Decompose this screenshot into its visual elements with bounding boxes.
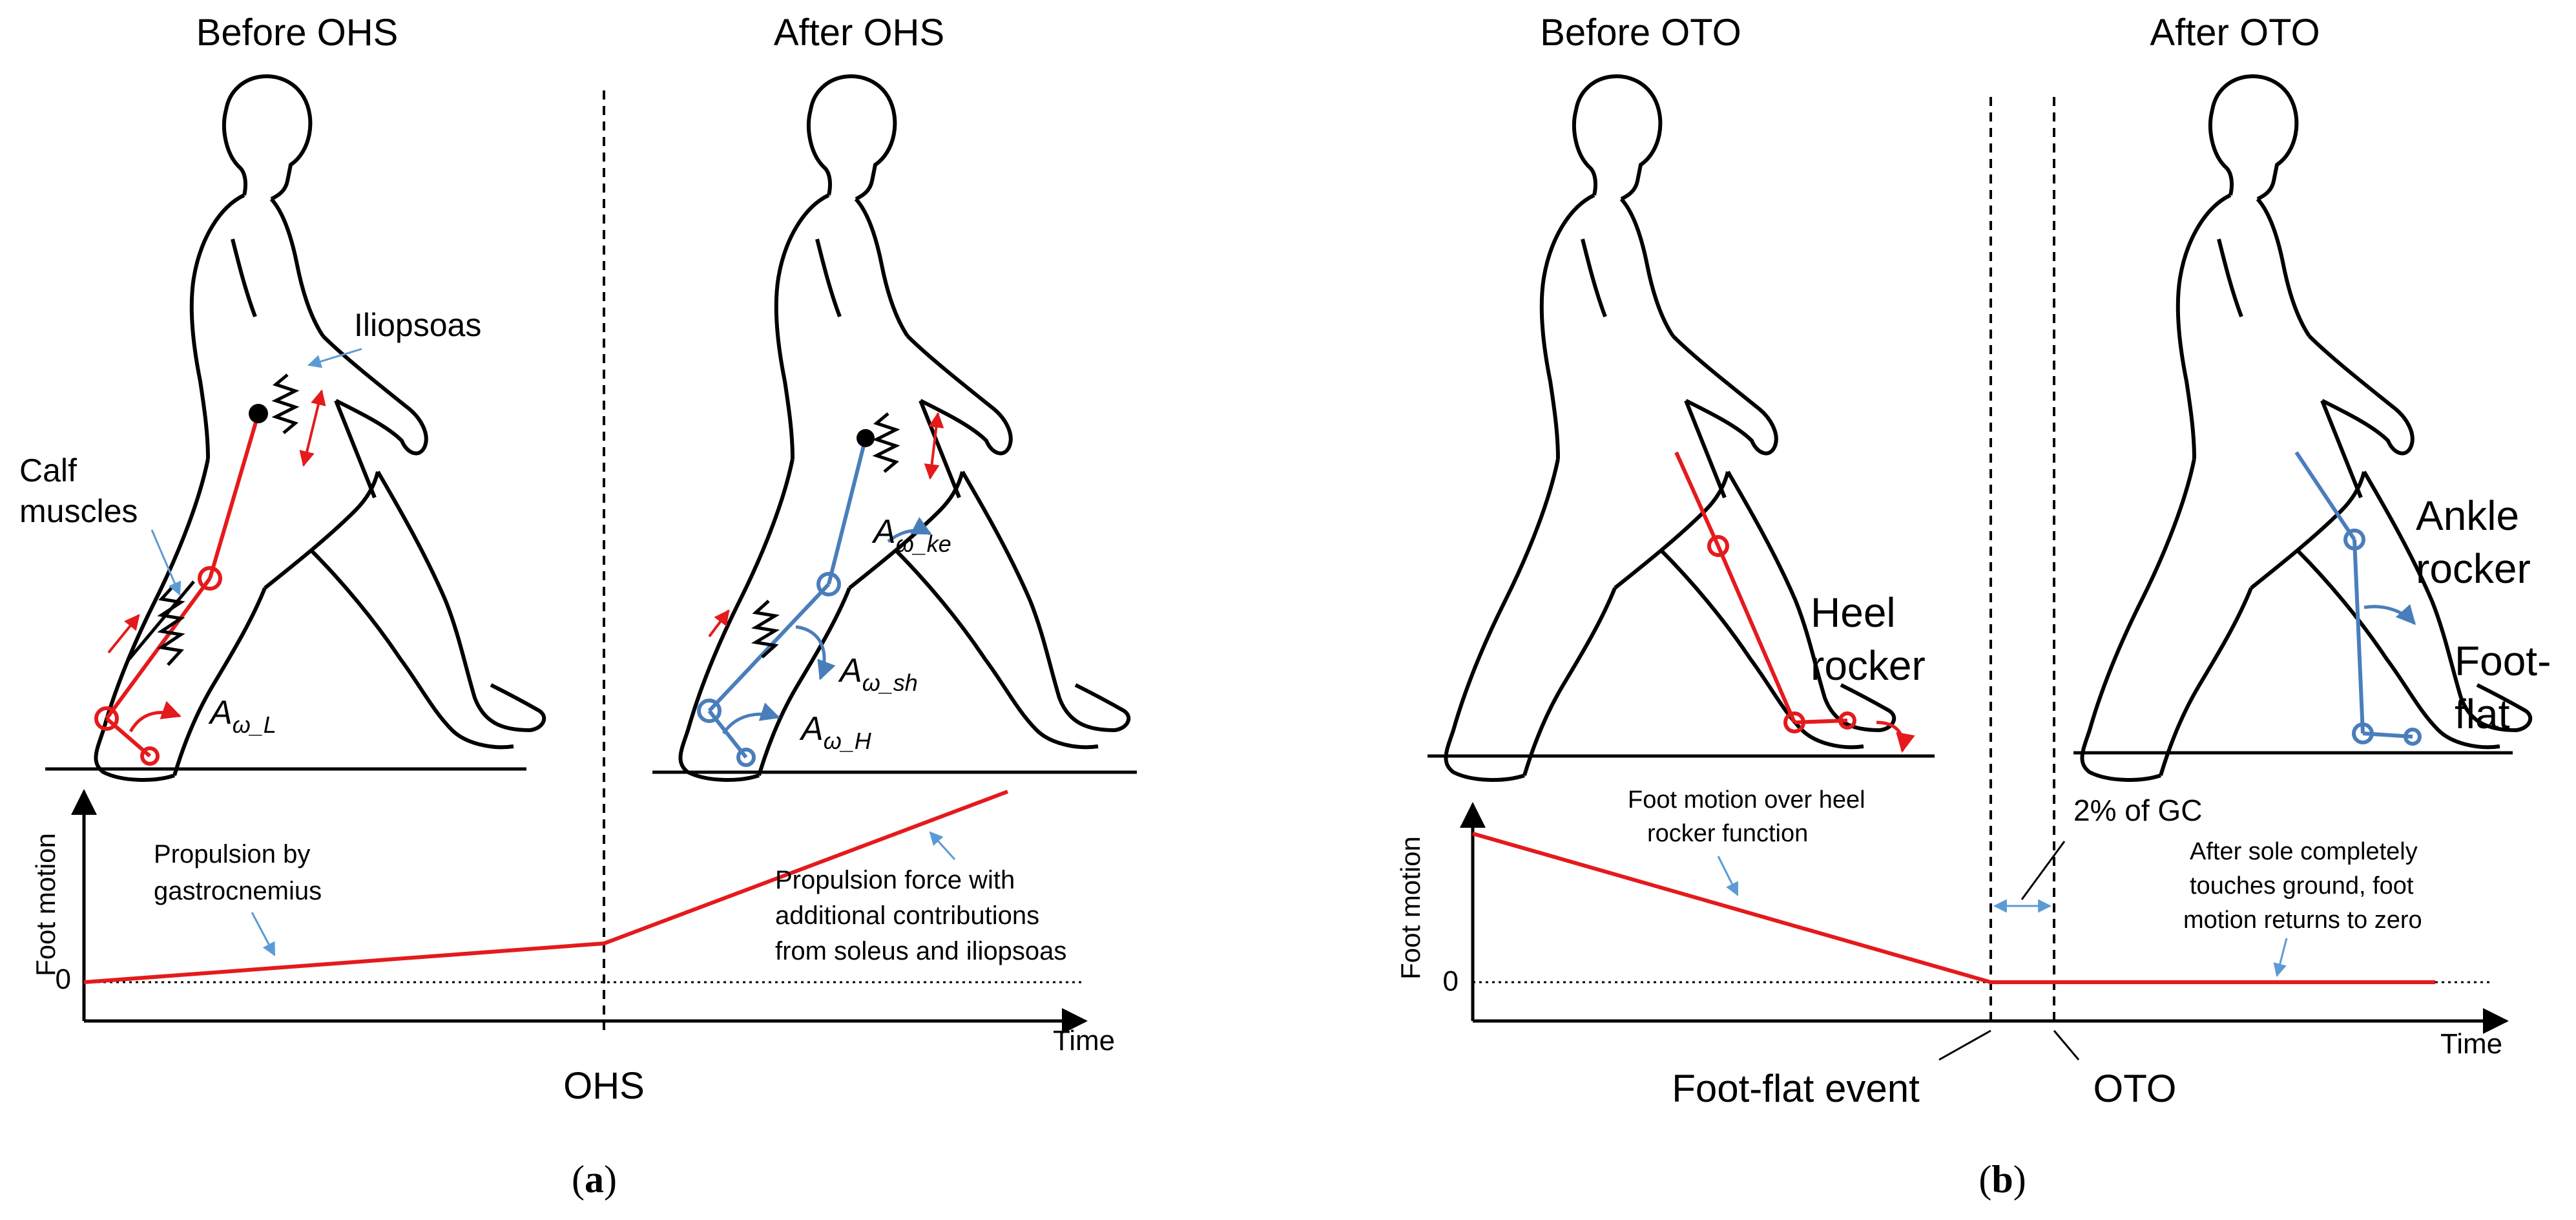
title-after-ohs: After OHS [774, 12, 944, 54]
note-propulsion-line2: additional contributions [775, 901, 1039, 930]
heel-rocker-arrow [1876, 720, 1915, 753]
plot-b-ylabel: Foot motion [1395, 836, 1426, 980]
iliopsoas-spring-before [271, 373, 300, 434]
calf-pointer [151, 529, 182, 596]
event-oto: OTO [2093, 1067, 2177, 1110]
panel-b-label: (b) [1979, 1158, 2026, 1201]
label-ankle-rocker: rocker [2416, 545, 2531, 592]
walker-before-ohs [96, 76, 544, 780]
ankle-rocker-arrow [2363, 604, 2416, 626]
label-ankle: Ankle [2416, 492, 2519, 539]
plot-a-event-ohs: OHS [563, 1065, 645, 1107]
limb-model-before-oto [1674, 451, 1856, 733]
limb-model-after-oto [2294, 451, 2422, 746]
note-zero-pointer [2273, 938, 2288, 978]
limb-model-after-ohs [697, 437, 867, 767]
foot-flat-event-leader [1938, 1029, 1991, 1061]
symbol-a-omega-sh: Aω_sh [838, 652, 918, 696]
hip-joint-after-ohs [857, 429, 875, 447]
symbol-a-omega-h: Aω_H [799, 710, 872, 754]
note-heel-rocker-line2: rocker function [1647, 820, 1808, 847]
plot-a-xlabel: Time [1053, 1025, 1115, 1057]
note-heel-rocker-pointer [1717, 856, 1739, 896]
symbol-a-omega-l: Aω_L [208, 694, 276, 738]
note-gastrocnemius-pointer [251, 912, 276, 956]
label-heel-rocker: rocker [1811, 642, 1926, 689]
knee-moment-arrow [887, 517, 932, 543]
plot-b-foot-motion-curve [1472, 832, 2435, 984]
label-foot: Foot- [2455, 638, 2551, 684]
label-iliopsoas: Iliopsoas [354, 307, 481, 343]
plot-a-zero-label: 0 [56, 963, 71, 995]
note-zero-line2: touches ground, foot [2190, 872, 2414, 899]
ankle-moment-arrow-before [129, 700, 182, 733]
label-calf-line2: muscles [19, 493, 138, 529]
shank-moment-arrow [795, 625, 836, 680]
calf-force-arrow-before [107, 614, 140, 654]
hip-joint-before-ohs [249, 404, 268, 423]
note-propulsion-pointer [929, 831, 956, 861]
event-foot-flat: Foot-flat event [1672, 1067, 1920, 1110]
oto-event-leader [2053, 1030, 2080, 1060]
plot-b-xlabel: Time [2440, 1028, 2502, 1060]
note-gastrocnemius-line2: gastrocnemius [154, 877, 322, 905]
note-propulsion-line3: from soleus and iliopsoas [775, 937, 1066, 965]
plot-b-zero-label: 0 [1443, 965, 1459, 997]
iliopsoas-force-arrow-before [299, 389, 326, 467]
label-heel: Heel [1811, 589, 1896, 636]
label-calf-line1: Calf [19, 452, 77, 489]
note-zero-line1: After sole completely [2190, 838, 2418, 865]
plot-a-foot-motion-curve [83, 790, 1009, 984]
panel-a-label: (a) [572, 1158, 617, 1201]
calf-force-arrow-after [708, 609, 730, 638]
note-gastrocnemius-line1: Propulsion by [154, 840, 310, 868]
label-foot-flat: flat [2455, 691, 2510, 737]
note-propulsion-line1: Propulsion force with [775, 866, 1015, 894]
calf-spring-before [157, 584, 185, 666]
note-heel-rocker-line1: Foot motion over heel [1628, 786, 1865, 814]
note-zero-line3: motion returns to zero [2183, 907, 2422, 934]
panel-b: Before OTO After OTO Heel rocker Ank [1395, 12, 2551, 1201]
title-before-oto: Before OTO [1540, 12, 1741, 54]
note-gc: 2% of GC [2073, 794, 2202, 827]
plot-a-ylabel: Foot motion [30, 833, 61, 976]
iliopsoas-force-arrow-after [924, 412, 944, 480]
title-after-oto: After OTO [2150, 12, 2320, 54]
heel-moment-arrow [722, 702, 780, 735]
iliopsoas-pointer [307, 348, 362, 368]
calf-spring-after [751, 600, 780, 658]
panel-a: Before OHS After OHS Iliopsoas Calf [19, 12, 1137, 1201]
calf-tendon-before [128, 580, 195, 660]
symbol-a-omega-ke: Aω_ke [871, 513, 951, 557]
note-gc-leader [2020, 841, 2066, 900]
iliopsoas-spring-after [872, 412, 900, 473]
title-before-ohs: Before OHS [196, 12, 399, 54]
